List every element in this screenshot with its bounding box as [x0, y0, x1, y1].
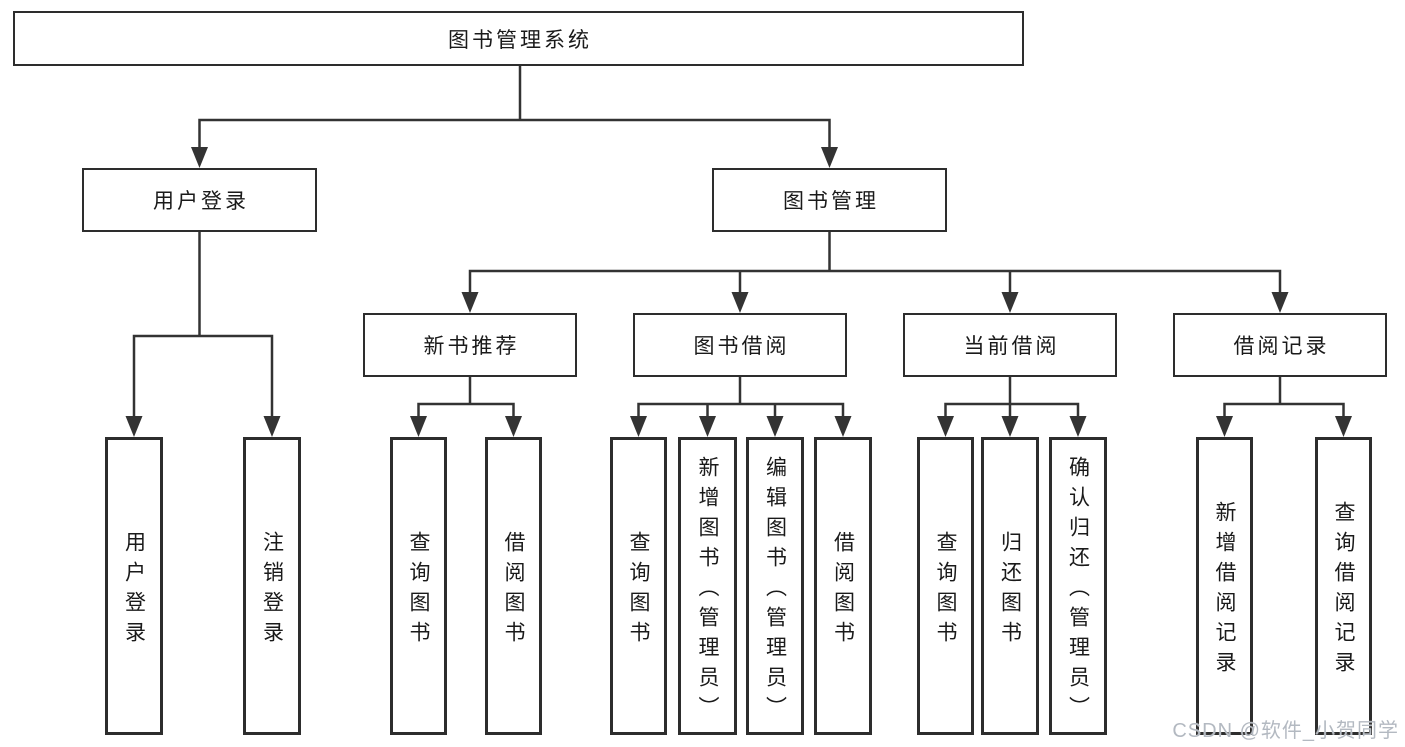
leaf-logout-login: 注销登录 [243, 437, 301, 735]
node-root: 图书管理系统 [13, 11, 1024, 66]
leaf-confirm-return-admin-label: 确认归还（管理员） [1066, 455, 1090, 726]
leaf-borrow-books-label: 借阅图书 [831, 530, 855, 651]
leaf-add-borrow-record: 新增借阅记录 [1196, 437, 1253, 735]
node-borrow-records-label: 借阅记录 [1233, 335, 1330, 358]
leaf-add-books-admin: 新增图书（管理员） [678, 437, 737, 735]
leaf-borrow-books-recommend: 借阅图书 [485, 437, 542, 735]
leaf-add-borrow-record-label: 新增借阅记录 [1213, 500, 1237, 681]
node-user-login: 用户登录 [82, 168, 317, 232]
leaf-query-books-recommend: 查询图书 [390, 437, 447, 735]
leaf-borrow-books: 借阅图书 [814, 437, 872, 735]
csdn-watermark: CSDN @软件_小贺同学 [1172, 720, 1399, 742]
leaf-logout-login-label: 注销登录 [260, 530, 284, 651]
leaf-query-borrow-record-label: 查询借阅记录 [1332, 500, 1356, 681]
node-book-management: 图书管理 [712, 168, 947, 232]
node-new-book-recommend: 新书推荐 [363, 313, 577, 377]
node-current-borrow-label: 当前借阅 [963, 335, 1060, 358]
leaf-edit-books-admin-label: 编辑图书（管理员） [763, 455, 787, 726]
node-borrow-records: 借阅记录 [1173, 313, 1387, 377]
node-root-label: 图书管理系统 [448, 28, 592, 52]
leaf-user-login-label: 用户登录 [122, 530, 146, 651]
leaf-query-books-borrow: 查询图书 [610, 437, 667, 735]
leaf-user-login: 用户登录 [105, 437, 163, 735]
leaf-query-books-current: 查询图书 [917, 437, 974, 735]
leaf-borrow-books-recommend-label: 借阅图书 [502, 530, 526, 651]
node-book-borrow-label: 图书借阅 [693, 335, 790, 358]
leaf-return-books-label: 归还图书 [998, 530, 1022, 651]
node-current-borrow: 当前借阅 [903, 313, 1117, 377]
leaf-edit-books-admin: 编辑图书（管理员） [746, 437, 804, 735]
leaf-query-borrow-record: 查询借阅记录 [1315, 437, 1372, 735]
leaf-return-books: 归还图书 [981, 437, 1039, 735]
leaf-add-books-admin-label: 新增图书（管理员） [696, 455, 720, 726]
leaf-query-books-current-label: 查询图书 [934, 530, 958, 651]
leaf-query-books-recommend-label: 查询图书 [407, 530, 431, 651]
node-new-book-recommend-label: 新书推荐 [423, 335, 520, 358]
node-user-login-label: 用户登录 [153, 190, 249, 213]
leaf-query-books-borrow-label: 查询图书 [627, 530, 651, 651]
node-book-borrow: 图书借阅 [633, 313, 847, 377]
node-book-management-label: 图书管理 [783, 190, 879, 213]
leaf-confirm-return-admin: 确认归还（管理员） [1049, 437, 1107, 735]
